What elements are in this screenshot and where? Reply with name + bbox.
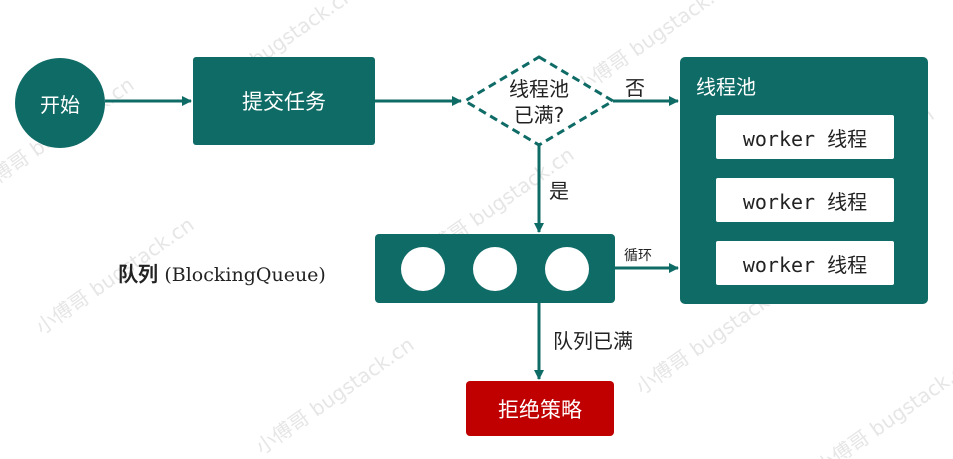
- decision-label-line2: 已满?: [513, 103, 565, 127]
- queue-label-title: 队列: [118, 262, 158, 286]
- submit-task-node: 提交任务: [193, 57, 375, 145]
- thread-pool-title: 线程池: [696, 75, 756, 99]
- edge-label-no: 否: [625, 76, 645, 100]
- queue-node: [375, 234, 615, 303]
- worker-thread: worker 线程: [716, 241, 894, 285]
- worker-thread: worker 线程: [716, 115, 894, 159]
- start-node: 开始: [15, 58, 105, 148]
- thread-pool-node: 线程池 worker 线程 worker 线程 worker 线程: [680, 57, 928, 304]
- reject-policy-node: 拒绝策略: [466, 381, 614, 436]
- edge-label-queue-full: 队列已满: [553, 329, 633, 353]
- queue-slot: [473, 246, 517, 291]
- queue-label: 队列 (BlockingQueue): [118, 258, 326, 287]
- decision-label-line1: 线程池: [509, 77, 569, 101]
- worker-thread: worker 线程: [716, 178, 894, 222]
- edge-label-loop: 循环: [624, 248, 652, 264]
- edge-label-yes: 是: [549, 179, 569, 203]
- decision-diamond: [462, 55, 616, 147]
- decision-label: 线程池 已满?: [487, 76, 591, 128]
- queue-slot: [545, 246, 589, 291]
- queue-label-sub: (BlockingQueue): [164, 264, 326, 286]
- queue-slot: [401, 246, 445, 291]
